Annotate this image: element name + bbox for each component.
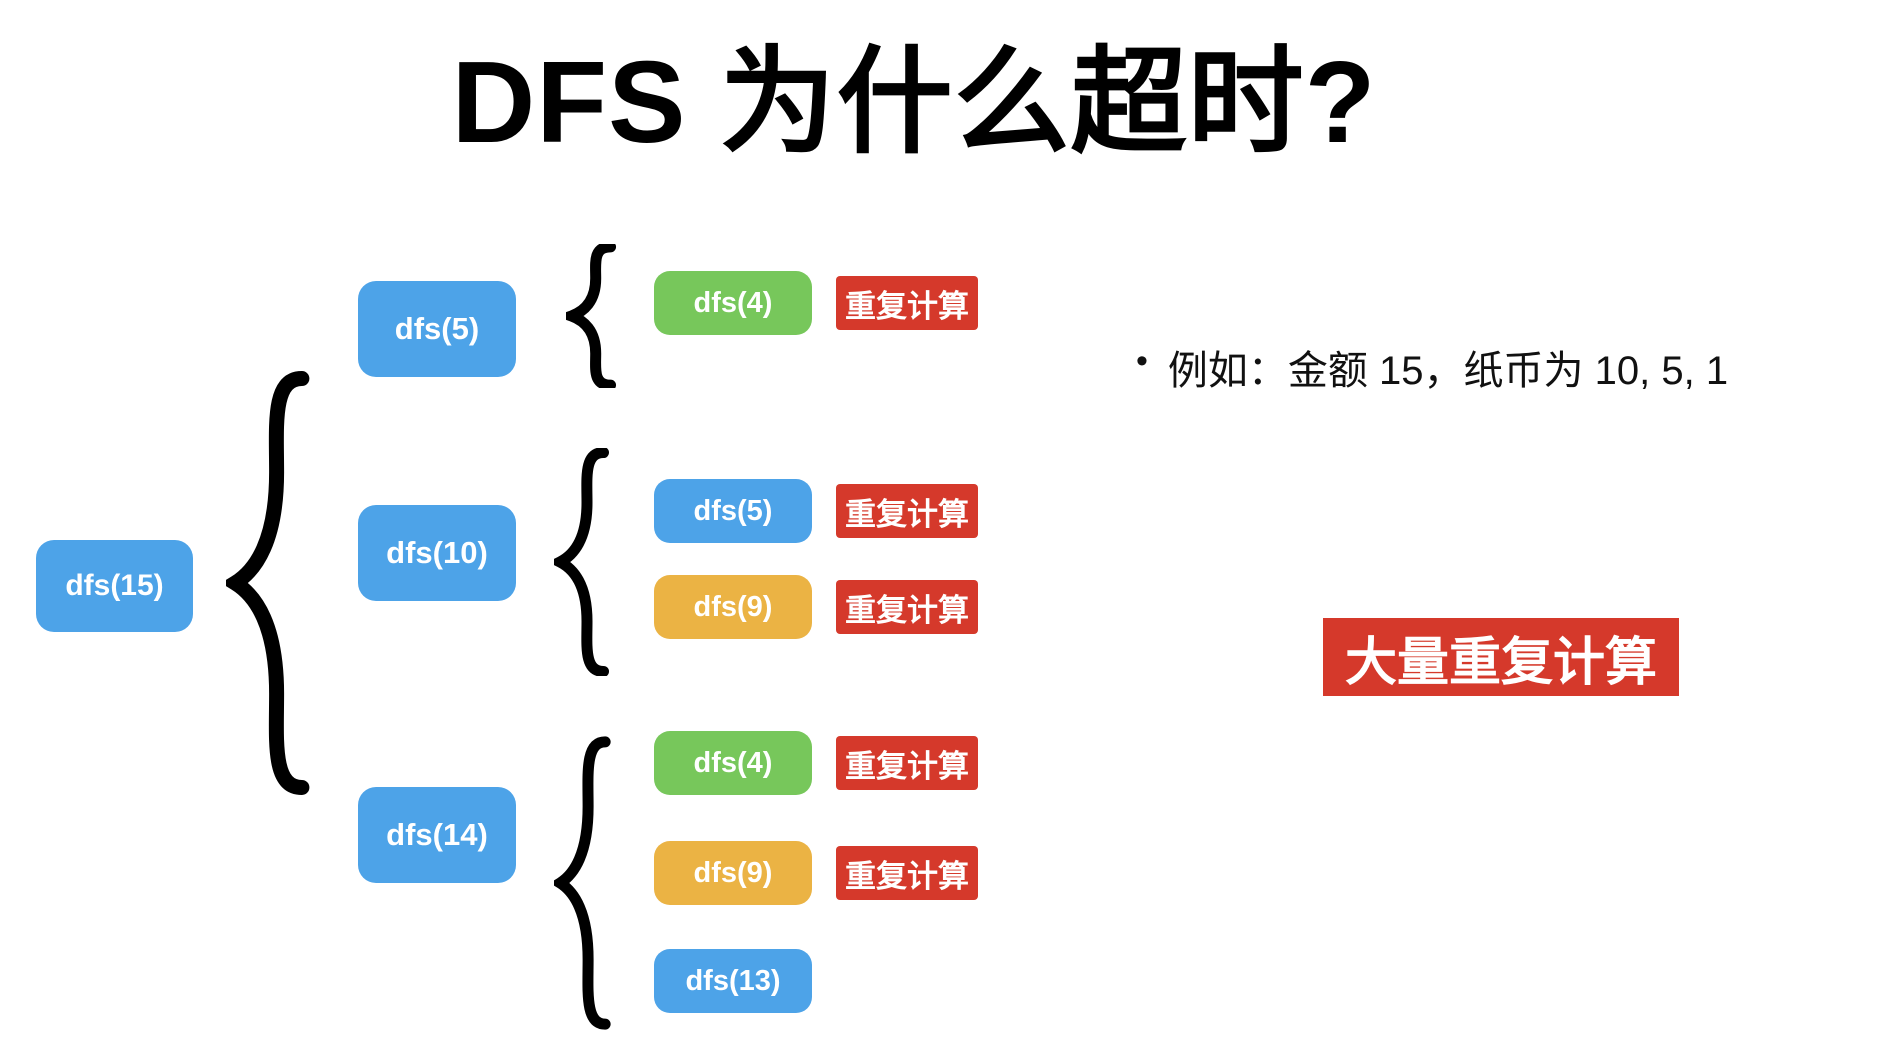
repeat-calc-badge: 重复计算 (836, 484, 978, 538)
repeat-calc-badge: 重复计算 (836, 580, 978, 634)
tree-node-dfs9: dfs(9) (654, 575, 812, 639)
tree-node-dfs4: dfs(4) (654, 271, 812, 335)
tree-node-dfs15: dfs(15) (36, 540, 193, 632)
tree-node-dfs14: dfs(14) (358, 787, 516, 883)
tree-node-dfs13: dfs(13) (654, 949, 812, 1013)
tree-node-dfs5: dfs(5) (358, 281, 516, 377)
curly-brace-icon (554, 736, 616, 1030)
repeat-calc-badge: 重复计算 (836, 846, 978, 900)
mass-repeat-callout: 大量重复计算 (1323, 618, 1680, 696)
tree-node-dfs10: dfs(10) (358, 505, 516, 601)
example-note-text: 例如：金额 15，纸币为 10, 5, 1 (1167, 349, 1729, 393)
curly-brace-icon (554, 448, 614, 676)
bullet-icon: • (1136, 342, 1148, 380)
page-title: DFS 为什么超时? (451, 37, 1377, 167)
curly-brace-icon (226, 370, 318, 796)
example-note: • 例如：金额 15，纸币为 10, 5, 1 (1136, 338, 1728, 396)
repeat-calc-badge: 重复计算 (836, 276, 978, 330)
tree-node-dfs5-repeat: dfs(5) (654, 479, 812, 543)
curly-brace-icon (566, 244, 620, 388)
tree-node-dfs9-repeat: dfs(9) (654, 841, 812, 905)
repeat-calc-badge: 重复计算 (836, 736, 978, 790)
tree-node-dfs4-repeat: dfs(4) (654, 731, 812, 795)
